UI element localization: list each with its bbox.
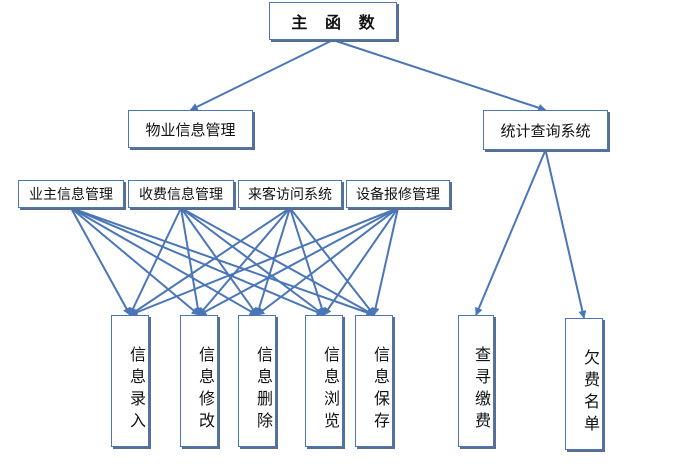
edge-repair_mgmt-to-info_save bbox=[371, 207, 399, 316]
fee-info-node: 收费信息管理 bbox=[128, 180, 234, 208]
info-save-node: 信息保存 bbox=[355, 315, 393, 447]
edge-fee_info-to-info_edit bbox=[180, 207, 202, 316]
edge-repair_mgmt-to-info_browse bbox=[323, 207, 399, 316]
repair-management-node: 设备报修管理 bbox=[346, 180, 450, 208]
edge-fee_info-to-info_entry bbox=[129, 207, 182, 316]
info-entry-node: 信息录入 bbox=[111, 315, 149, 447]
edge-owner_info-to-info_entry bbox=[70, 207, 131, 316]
visitor-system-node: 来客访问系统 bbox=[238, 180, 342, 208]
edge-repair_mgmt-to-info_entry bbox=[129, 207, 399, 317]
edge-visitor_sys-to-info_entry bbox=[129, 207, 291, 316]
info-delete-node: 信息删除 bbox=[238, 315, 276, 447]
edge-repair_mgmt-to-info_delete bbox=[256, 207, 399, 316]
info-edit-node: 信息修改 bbox=[180, 315, 218, 447]
edge-visitor_sys-to-info_edit bbox=[198, 207, 291, 316]
query-payment-node: 查寻缴费 bbox=[458, 315, 494, 447]
main-function-node: 主 函 数 bbox=[269, 2, 397, 40]
edge-fee_info-to-info_save bbox=[180, 207, 375, 316]
edge-fee_info-to-info_browse bbox=[180, 207, 325, 316]
edge-visitor_sys-to-info_delete bbox=[255, 207, 291, 316]
edge-visitor_sys-to-info_browse bbox=[289, 207, 326, 316]
edge-fee_info-to-info_delete bbox=[180, 207, 258, 316]
edge-main-to-property_mgmt bbox=[189, 39, 334, 111]
arrears-list-node: 欠费名单 bbox=[565, 318, 603, 450]
statistics-query-node: 统计查询系统 bbox=[483, 110, 608, 150]
edge-repair_mgmt-to-info_edit bbox=[198, 207, 399, 316]
edge-stats_query-to-arrears_list bbox=[544, 149, 587, 319]
edge-owner_info-to-info_save bbox=[70, 207, 375, 317]
edge-owner_info-to-info_delete bbox=[70, 207, 258, 316]
edge-stats_query-to-query_payment bbox=[475, 149, 547, 316]
edge-visitor_sys-to-info_save bbox=[289, 207, 375, 316]
edge-main-to-stats_query bbox=[332, 39, 547, 112]
edge-owner_info-to-info_edit bbox=[70, 207, 200, 316]
info-browse-node: 信息浏览 bbox=[305, 315, 343, 447]
owner-info-node: 业主信息管理 bbox=[18, 180, 124, 208]
property-management-node: 物业信息管理 bbox=[128, 110, 253, 148]
